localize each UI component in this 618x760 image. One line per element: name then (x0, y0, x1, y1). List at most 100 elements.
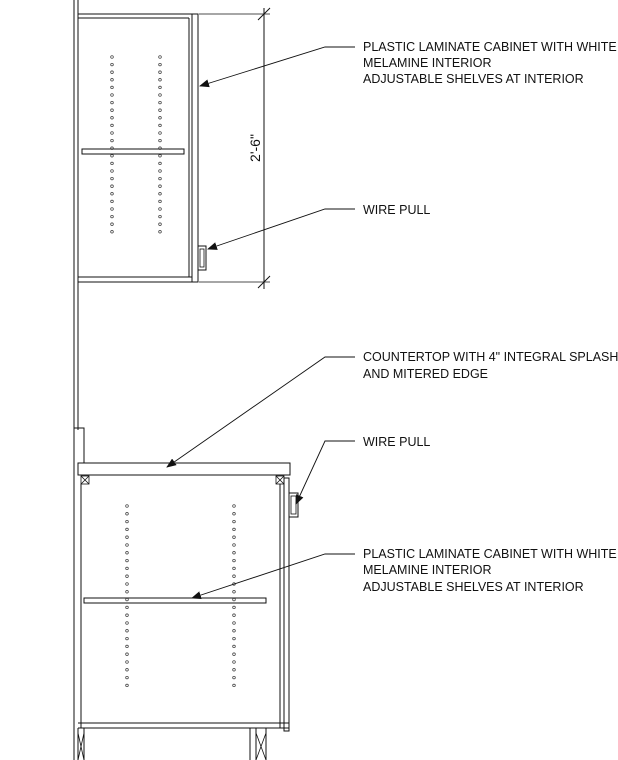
shelf-pin-hole (158, 116, 162, 120)
shelf-pin-hole (158, 100, 162, 105)
shelf-pin-hole (232, 629, 236, 633)
shelf-pin-hole (158, 154, 162, 158)
shelf-pin-hole (158, 222, 162, 226)
shelf-pin-hole (110, 176, 114, 181)
shelf-pin-hole (110, 85, 114, 90)
shelf-pin-hole (158, 108, 162, 112)
shelf-pin-hole (232, 644, 236, 649)
shelf-pin-hole (158, 85, 162, 90)
shelf-pin-hole (110, 70, 114, 74)
shelf-pin-hole (110, 230, 114, 234)
upper-wire-pull (197, 245, 207, 271)
shelf-pin-hole (158, 55, 162, 59)
shelf-pin-hole (158, 169, 162, 173)
shelf-pin-hole (158, 207, 162, 211)
shelf-pin-hole (110, 78, 114, 82)
shelf-pin-hole (232, 504, 236, 508)
upper-dimension: 2'-6" (199, 7, 271, 289)
shelf-pin-hole (158, 78, 162, 82)
shelf-pin-hole (232, 558, 236, 563)
shelf-pin-hole (110, 169, 114, 173)
shelf-pin-hole (125, 613, 129, 617)
shelf-pin-hole (232, 543, 236, 547)
shelf-pin-hole (158, 176, 162, 181)
shelf-pin-hole (232, 551, 236, 555)
shelf-pin-hole (232, 535, 236, 539)
shelf-pin-hole (232, 566, 236, 571)
shelf-pin-hole (125, 636, 129, 641)
dimension-label: 2'-6" (247, 134, 263, 162)
countertop-callout: COUNTERTOP WITH 4" INTEGRAL SPLASH AND M… (166, 350, 618, 468)
shelf-pin-hole (232, 519, 236, 524)
shelf-pin-hole (125, 527, 129, 532)
upper-wire-pull-label: WIRE PULL (363, 203, 430, 217)
shelf-pin-hole (232, 613, 236, 617)
shelf-pin-hole (232, 621, 236, 625)
base-cabinet-callout: PLASTIC LAMINATE CABINET WITH WHITE MELA… (191, 547, 617, 599)
shelf-pin-hole (232, 527, 236, 532)
shelf-pin-hole (110, 161, 114, 166)
upper-cabinet (78, 13, 207, 283)
shelf-pin-hole (232, 668, 236, 672)
shelf-pin-hole (232, 597, 236, 602)
shelf-pin-hole (125, 590, 129, 594)
shelf-pin-hole (158, 138, 162, 143)
shelf-pin-hole (158, 199, 162, 204)
shelf-pin-hole (110, 207, 114, 211)
shelf-pin-hole (232, 512, 236, 516)
shelf-pin-hole (232, 683, 236, 688)
shelf-pin-hole (125, 543, 129, 547)
upper-shelf-pin-holes (110, 55, 162, 234)
shelf-pin-hole (158, 161, 162, 166)
shelf-pin-hole (232, 675, 236, 680)
shelf-pin-hole (158, 93, 162, 97)
base-shelf-pin-holes (125, 504, 236, 688)
shelf-pin-hole (110, 100, 114, 105)
shelf-pin-hole (232, 574, 236, 578)
countertop (77, 462, 291, 476)
shelf-pin-hole (125, 644, 129, 649)
shelf-pin-hole (125, 683, 129, 688)
shelf-pin-hole (125, 660, 129, 664)
upper-cabinet-door (191, 13, 199, 283)
base-cabinet-door (283, 477, 290, 732)
shelf-pin-hole (232, 636, 236, 641)
upper-callout-line-2: MELAMINE INTERIOR (363, 56, 492, 70)
upper-callout-line-1: PLASTIC LAMINATE CABINET WITH WHITE (363, 40, 617, 54)
shelf-pin-hole (158, 192, 162, 196)
base-wire-pull (288, 492, 299, 518)
base-callout-line-2: MELAMINE INTERIOR (363, 563, 492, 577)
countertop-callout-line-2: AND MITERED EDGE (363, 367, 488, 381)
shelf-pin-hole (110, 116, 114, 120)
blocking-left (80, 475, 90, 485)
upper-wire-pull-callout: WIRE PULL (207, 203, 430, 250)
shelf-pin-hole (125, 566, 129, 571)
shelf-pin-hole (110, 131, 114, 135)
shelf-pin-hole (110, 184, 114, 188)
shelf-pin-hole (125, 621, 129, 625)
shelf-pin-hole (125, 668, 129, 672)
base-wire-pull-callout: WIRE PULL (295, 435, 430, 505)
shelf-pin-hole (110, 199, 114, 204)
shelf-pin-hole (125, 582, 129, 586)
shelf-pin-hole (110, 222, 114, 226)
shelf-pin-hole (125, 519, 129, 524)
shelf-pin-hole (125, 535, 129, 539)
shelf-pin-hole (158, 230, 162, 234)
shelf-pin-hole (110, 55, 114, 59)
shelf-pin-hole (125, 504, 129, 508)
shelf-pin-hole (125, 597, 129, 602)
countertop-callout-line-1: COUNTERTOP WITH 4" INTEGRAL SPLASH (363, 350, 618, 364)
shelf-pin-hole (110, 108, 114, 112)
shelf-pin-hole (110, 62, 114, 67)
shelf-pin-hole (110, 138, 114, 143)
shelf-pin-hole (125, 675, 129, 680)
shelf-pin-hole (110, 146, 114, 150)
shelf-pin-hole (125, 574, 129, 578)
shelf-pin-hole (125, 551, 129, 555)
shelf-pin-hole (125, 652, 129, 656)
shelf-pin-hole (125, 512, 129, 516)
shelf-pin-hole (158, 62, 162, 67)
shelf-pin-hole (232, 652, 236, 656)
